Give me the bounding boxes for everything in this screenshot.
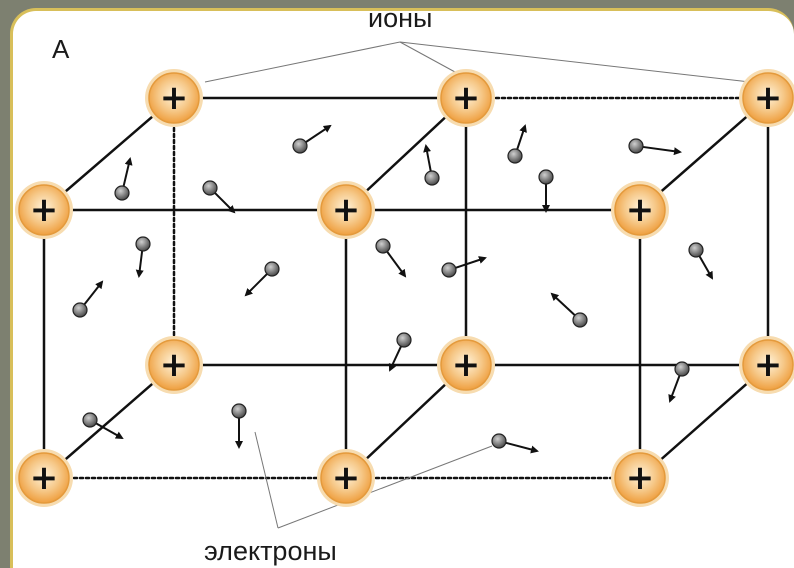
ion: + bbox=[739, 69, 794, 127]
electron bbox=[231, 403, 247, 449]
electron bbox=[538, 169, 554, 213]
electron bbox=[135, 236, 151, 278]
electron-velocity-arrow bbox=[214, 192, 236, 214]
electron bbox=[114, 157, 133, 201]
ion-plus-sign: + bbox=[160, 345, 189, 385]
electron-velocity-arrow bbox=[244, 273, 268, 297]
electron-velocity-arrow bbox=[83, 280, 104, 306]
electron bbox=[507, 124, 527, 164]
ion-plus-sign: + bbox=[160, 78, 189, 118]
electron-velocity-arrow bbox=[698, 255, 713, 280]
ion-plus-sign: + bbox=[754, 78, 783, 118]
electron-velocity-arrow bbox=[550, 292, 576, 316]
electron-velocity-arrow bbox=[135, 250, 144, 278]
electron-group bbox=[72, 124, 713, 454]
electron bbox=[628, 138, 682, 156]
ions-pointer-line bbox=[204, 41, 401, 83]
ion-plus-sign: + bbox=[626, 458, 655, 498]
ion: + bbox=[317, 181, 375, 239]
electron bbox=[668, 361, 690, 403]
ion-group: + + + + + + + + + + + + bbox=[15, 69, 794, 507]
electron bbox=[550, 292, 588, 328]
ion-plus-sign: + bbox=[452, 345, 481, 385]
electron bbox=[82, 412, 124, 439]
electron-velocity-arrow bbox=[642, 145, 682, 156]
electron-velocity-arrow bbox=[95, 422, 124, 439]
ion: + bbox=[15, 181, 73, 239]
electrons-label: электроны bbox=[204, 536, 337, 566]
ion-plus-sign: + bbox=[30, 190, 59, 230]
electron bbox=[441, 256, 487, 278]
ion: + bbox=[145, 69, 203, 127]
electrons-pointer-line bbox=[277, 445, 493, 529]
ion: + bbox=[739, 336, 794, 394]
electrons-pointer-line bbox=[254, 431, 279, 529]
ion-plus-sign: + bbox=[754, 345, 783, 385]
electron-velocity-arrow bbox=[122, 157, 133, 187]
electron bbox=[423, 144, 440, 186]
corner-label: А bbox=[52, 34, 70, 64]
ion: + bbox=[611, 181, 669, 239]
electron bbox=[688, 242, 713, 280]
electron-velocity-arrow bbox=[388, 345, 402, 372]
ions-pointer-line bbox=[399, 41, 751, 83]
ion: + bbox=[145, 336, 203, 394]
ion: + bbox=[611, 449, 669, 507]
ion-plus-sign: + bbox=[332, 190, 361, 230]
electron bbox=[292, 124, 332, 154]
electron-velocity-arrow bbox=[455, 256, 487, 269]
electron bbox=[202, 180, 236, 214]
electron bbox=[388, 332, 412, 372]
ion: + bbox=[437, 69, 495, 127]
ion: + bbox=[437, 336, 495, 394]
lattice-edges bbox=[42, 96, 770, 480]
electron-velocity-arrow bbox=[386, 251, 407, 278]
ion-plus-sign: + bbox=[30, 458, 59, 498]
electron-velocity-arrow bbox=[516, 124, 527, 150]
electron bbox=[491, 433, 539, 454]
electron bbox=[72, 280, 104, 318]
electron-velocity-arrow bbox=[668, 375, 681, 403]
electron-velocity-arrow bbox=[423, 144, 432, 172]
ion: + bbox=[317, 449, 375, 507]
ions-label: ионы bbox=[368, 3, 432, 33]
label-pointers bbox=[204, 41, 751, 529]
ion-plus-sign: + bbox=[452, 78, 481, 118]
electron bbox=[375, 238, 407, 278]
ion-plus-sign: + bbox=[332, 458, 361, 498]
electron bbox=[244, 261, 280, 297]
ion: + bbox=[15, 449, 73, 507]
electron-velocity-arrow bbox=[305, 124, 332, 143]
ion-plus-sign: + bbox=[626, 190, 655, 230]
electron-velocity-arrow bbox=[505, 441, 539, 454]
